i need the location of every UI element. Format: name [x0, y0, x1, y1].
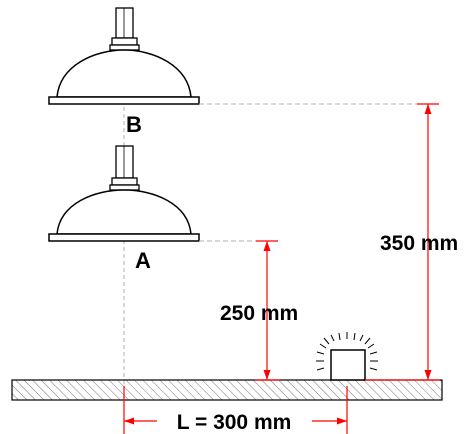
floor	[11, 379, 443, 401]
lamp-b-stem	[115, 7, 134, 39]
lamp-a-rim	[48, 233, 200, 242]
lamp-b-shade	[56, 49, 192, 98]
lamp-b	[48, 7, 200, 105]
sensor-rays	[316, 332, 378, 371]
sensor-box	[330, 349, 366, 381]
dimension-350	[365, 103, 440, 381]
lamp-a-collar	[111, 177, 138, 186]
lamp-a-stem	[115, 145, 134, 179]
dimension-350-label: 350 mm	[380, 232, 458, 255]
dimension-250-label: 250 mm	[220, 302, 298, 325]
dimension-L	[123, 386, 348, 434]
light-sensor	[316, 332, 378, 381]
lamp-a	[48, 145, 200, 242]
lamp-b-rim	[48, 96, 200, 105]
lamp-a-label: A	[135, 248, 151, 273]
lamp-b-label: B	[126, 112, 142, 137]
lamp-a-shade	[56, 189, 192, 235]
dimension-250	[255, 240, 280, 381]
lamp-b-collar	[111, 37, 138, 46]
dimension-L-label: L = 300 mm	[177, 411, 292, 434]
